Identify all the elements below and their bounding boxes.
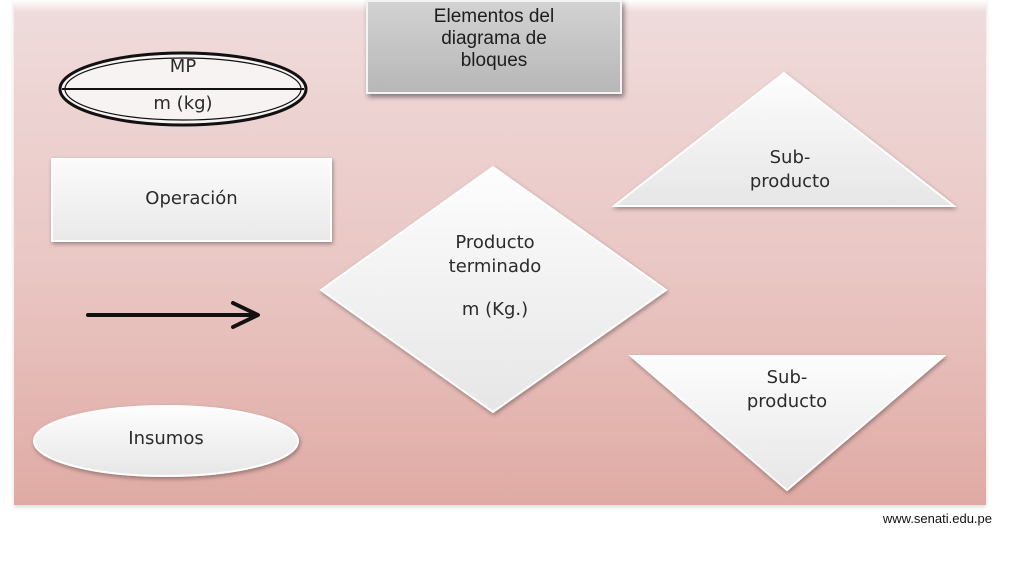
title-line-2: diagrama de — [441, 28, 547, 49]
subproducto-triangle-down — [628, 355, 947, 492]
title-line-3: bloques — [460, 50, 528, 71]
subproducto-down-line-2: producto — [746, 391, 828, 412]
producto-terminado-line-1: Producto — [455, 232, 535, 253]
diagram-title-box: Elementos del diagrama de bloques — [366, 0, 622, 94]
materia-prima-label: MP — [169, 56, 197, 77]
subproducto-triangle-up — [611, 71, 957, 207]
subproducto-down-line-1: Sub- — [766, 367, 808, 388]
producto-terminado-diamond — [319, 165, 668, 414]
subproducto-up-line-2: producto — [749, 171, 831, 192]
producto-terminado-mass: m (Kg.) — [461, 299, 529, 320]
operacion-label: Operación — [145, 188, 238, 209]
materia-prima-mass-label: m (kg) — [153, 93, 213, 114]
producto-terminado-line-2: terminado — [448, 256, 542, 277]
flow-arrow — [86, 301, 260, 329]
materia-prima-ellipse — [58, 51, 308, 127]
operacion-box: Operación — [51, 158, 332, 242]
footer-url: www.senati.edu.pe — [882, 511, 992, 526]
insumos-label: Insumos — [128, 428, 204, 449]
subproducto-up-line-1: Sub- — [769, 147, 811, 168]
title-line-1: Elementos del — [433, 6, 555, 27]
insumos-ellipse — [33, 405, 299, 477]
